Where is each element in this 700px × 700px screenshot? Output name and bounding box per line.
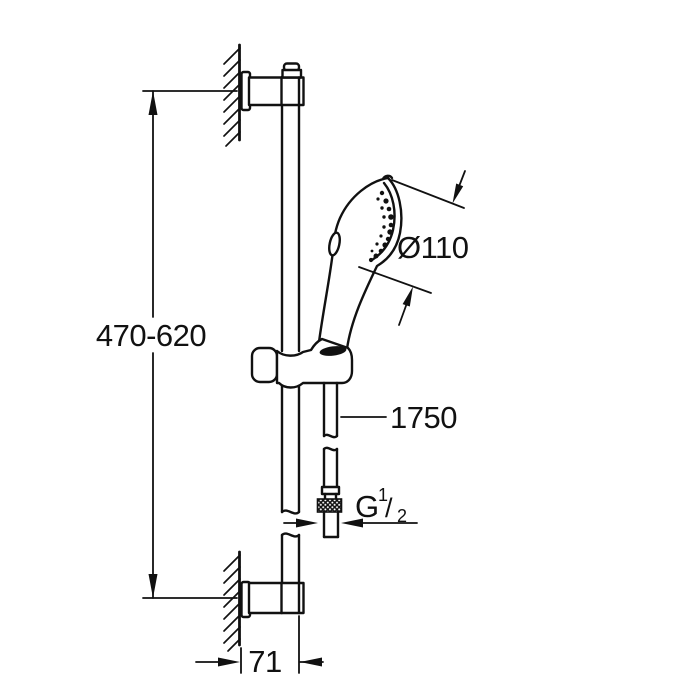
- hose-break-top: [322, 433, 339, 439]
- shower-hose: [316, 381, 343, 539]
- arrow-right-icon: [296, 518, 318, 528]
- rail-break-top: [280, 509, 301, 515]
- rail-break-bottom: [280, 532, 301, 538]
- label-thread-denominator: 2: [397, 506, 407, 526]
- hose-break-bottom: [322, 446, 339, 452]
- hose-connector-nut: [316, 498, 343, 513]
- arrow-down-icon: [148, 574, 158, 598]
- hand-shower: [316, 174, 403, 356]
- spray-nozzles-icon: [368, 190, 394, 263]
- wall-hatch-top-icon: [223, 47, 241, 147]
- label-thread-numerator: 1: [378, 485, 388, 505]
- holder-knob: [250, 346, 279, 384]
- label-thread-slash: /: [385, 493, 393, 523]
- spray-mode-button: [328, 231, 341, 257]
- arrow-left-icon: [300, 657, 322, 667]
- dimension-head-diameter: Ø110: [358, 170, 469, 326]
- shower-holder: [250, 337, 354, 389]
- arrow-up-icon: [148, 91, 158, 115]
- hose-collar: [320, 485, 341, 496]
- dimension-hose-length: 1750: [340, 400, 458, 435]
- label-head-diameter: Ø110: [397, 230, 469, 265]
- dimension-thread: G 1 / 2: [283, 485, 418, 528]
- head-rim-top: [381, 174, 394, 181]
- arrow-diameter-upper-icon: [452, 183, 464, 204]
- arrow-diameter-lower-icon: [402, 286, 413, 307]
- label-hose-length: 1750: [390, 400, 457, 435]
- hose-thread-end: [322, 510, 340, 539]
- shower-rail: [280, 75, 301, 615]
- arrow-left-icon: [341, 518, 363, 528]
- wall-hatch-bottom-icon: [223, 554, 241, 652]
- mounting-bracket-bottom: [240, 580, 305, 619]
- dimension-wall-offset: 71: [195, 615, 324, 679]
- holder-body: [275, 337, 354, 389]
- wall-section-bottom: [223, 550, 241, 652]
- label-thread-letter: G: [355, 489, 379, 524]
- wall-section-top: [223, 43, 241, 147]
- mounting-bracket-top: [240, 62, 305, 112]
- label-height-range: 470-620: [96, 318, 207, 353]
- arrow-right-icon: [218, 657, 240, 667]
- label-wall-offset: 71: [248, 644, 281, 679]
- dimension-height-range: 470-620: [96, 90, 238, 599]
